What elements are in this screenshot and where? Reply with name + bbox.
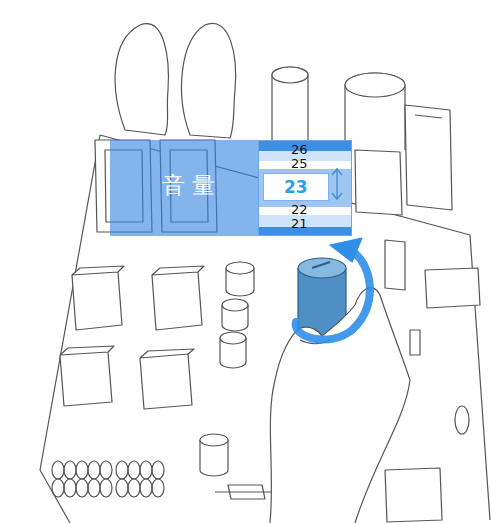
value-number: 25 xyxy=(291,157,308,170)
tube xyxy=(115,24,168,135)
chip xyxy=(152,266,204,330)
cylinder-top xyxy=(345,73,405,97)
part xyxy=(455,406,469,434)
box-part xyxy=(425,268,480,308)
hand xyxy=(270,288,410,523)
box-part xyxy=(385,468,442,522)
up-down-arrow xyxy=(332,169,342,199)
knob-top xyxy=(298,258,346,278)
box-part xyxy=(410,330,420,355)
cylinder xyxy=(345,73,405,150)
capacitor-top xyxy=(200,434,228,446)
rotation-arrowhead xyxy=(330,238,362,262)
capacitor-top xyxy=(226,262,254,274)
box-part xyxy=(385,240,405,290)
number-picker: 2625 2221 23 xyxy=(258,140,352,236)
tube xyxy=(182,23,236,138)
box-part xyxy=(405,105,452,210)
cylinder xyxy=(272,67,308,140)
volume-panel: 音 量 2625 2221 23 xyxy=(110,140,352,236)
value-number: 23 xyxy=(284,179,308,196)
chip xyxy=(60,346,114,406)
chip xyxy=(72,266,124,330)
value-number: 21 xyxy=(291,217,308,230)
chip xyxy=(140,349,194,409)
capacitor-top xyxy=(220,332,246,344)
selected-value: 23 xyxy=(263,173,329,201)
value-number: 22 xyxy=(291,203,308,216)
resistor-symbol xyxy=(215,485,280,499)
capacitor-top xyxy=(222,299,248,311)
coil xyxy=(52,461,164,497)
box-part xyxy=(355,150,402,215)
cylinder-top xyxy=(272,67,308,83)
panel-label: 音 量 xyxy=(162,174,215,197)
rotation-arrow xyxy=(296,250,370,340)
value-number: 26 xyxy=(291,143,308,156)
knob-mark xyxy=(312,262,330,268)
